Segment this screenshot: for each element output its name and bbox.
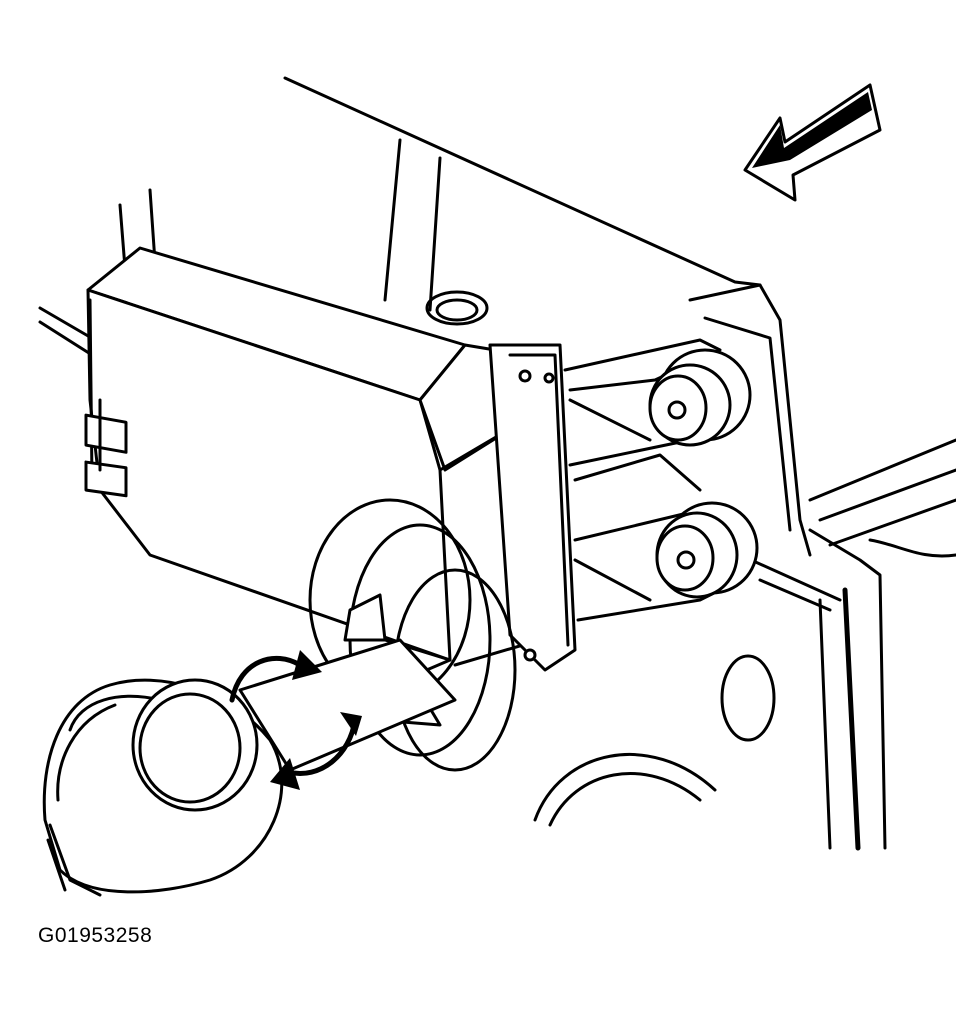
mounting-bracket xyxy=(533,283,956,851)
background-structure xyxy=(38,76,762,357)
motor-flange xyxy=(488,343,577,672)
left-down-arrow-icon xyxy=(743,83,882,202)
figure-id-label: G01953258 xyxy=(38,924,153,947)
actuator-housing xyxy=(84,246,542,667)
cable-boot xyxy=(42,638,457,897)
pulley-belt-assembly xyxy=(563,338,759,622)
rotate-arrows-icon xyxy=(229,650,362,790)
